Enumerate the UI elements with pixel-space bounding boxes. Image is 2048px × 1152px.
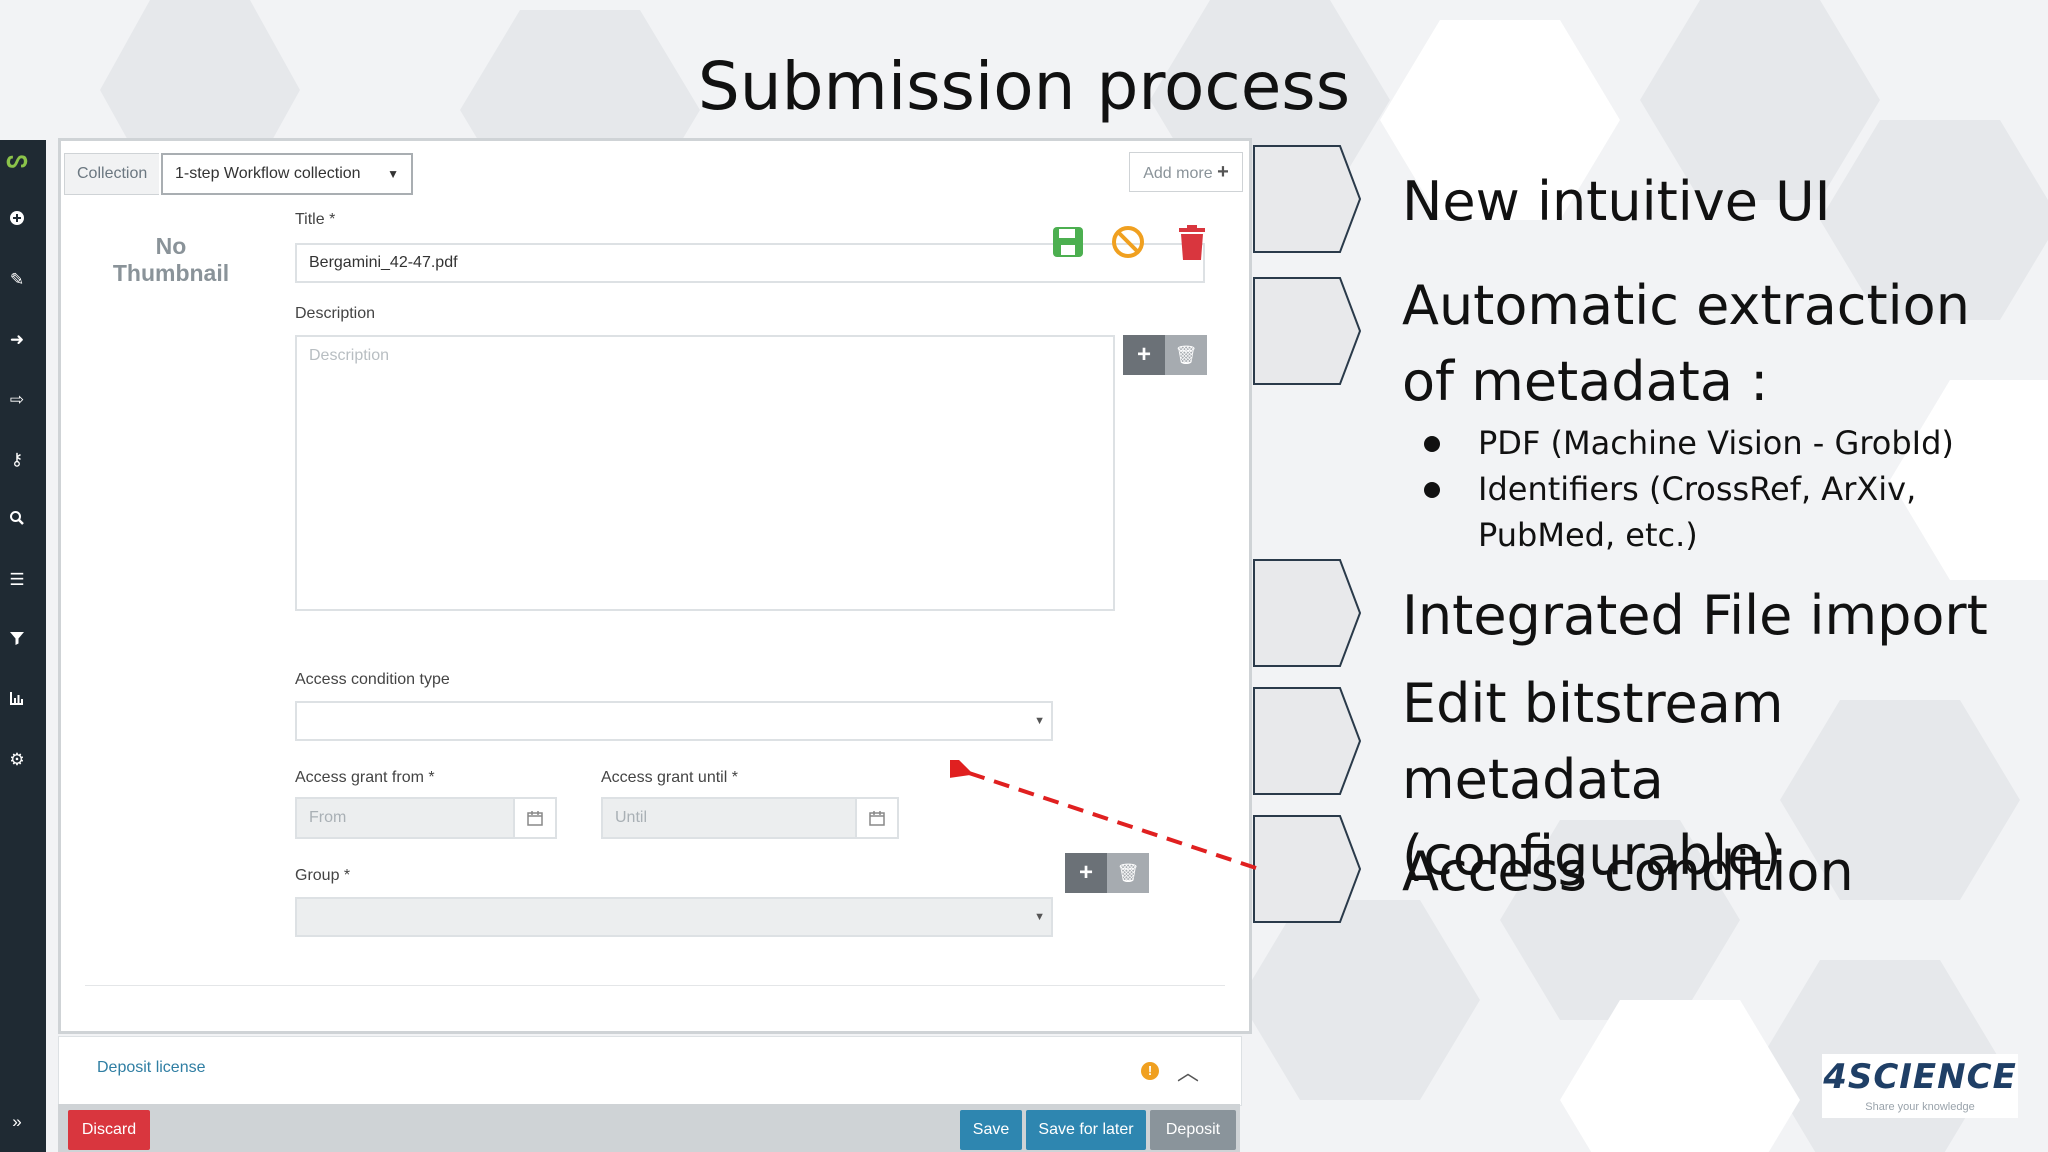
plus-icon: + [1217, 161, 1229, 183]
divider [85, 985, 1225, 986]
feature-metadata-extraction-line2: of metadata : [1402, 350, 1769, 413]
warning-icon: ! [1141, 1062, 1159, 1080]
group-select[interactable]: ▼ [295, 897, 1053, 937]
access-grant-until-placeholder: Until [615, 809, 648, 826]
deposit-license-section[interactable]: Deposit license ! ︿ [58, 1036, 1242, 1106]
feature-file-import: Integrated File import [1402, 584, 1988, 647]
sign-in-icon[interactable]: ➜ [9, 330, 25, 349]
feature-edit-bitstream-line2: metadata (configurable) [1402, 748, 1782, 887]
feature-access-condition: Access condition [1402, 840, 1854, 903]
add-access-condition-button[interactable]: + [1065, 853, 1107, 893]
title-value: Bergamini_42-47.pdf [309, 254, 458, 271]
description-textarea[interactable]: Description [295, 335, 1115, 611]
access-condition-type-select[interactable]: ▼ [295, 701, 1053, 741]
brand-logo: 4SCIENCE Share your knowledge [1822, 1054, 2018, 1118]
collection-value: 1-step Workflow collection [175, 165, 361, 182]
chevron-up-icon[interactable]: ︿ [1177, 1060, 1200, 1085]
chevron-shape [1253, 815, 1362, 923]
feature-metadata-extraction-line1: Automatic extraction [1402, 274, 1970, 337]
deposit-button[interactable]: Deposit [1150, 1110, 1236, 1150]
thumbnail-placeholder: No Thumbnail [112, 233, 230, 286]
filter-icon[interactable] [0, 630, 34, 651]
collection-dropdown[interactable]: 1-step Workflow collection ▼ [161, 153, 413, 195]
description-label: Description [295, 305, 376, 322]
access-condition-actions: + 🗑 [1065, 853, 1149, 893]
annotation-arrow [950, 760, 1257, 870]
access-grant-until-input[interactable]: Until [601, 797, 899, 839]
dspace-logo-icon[interactable]: ᔕ [6, 146, 28, 173]
access-grant-until-label: Access grant until * [601, 769, 738, 786]
save-icon[interactable] [1051, 225, 1085, 259]
save-for-later-button[interactable]: Save for later [1026, 1110, 1146, 1150]
title-label: Title * [295, 211, 336, 228]
calendar-icon[interactable] [513, 799, 555, 837]
deposit-license-title: Deposit license [97, 1059, 206, 1076]
access-condition-type-label: Access condition type [295, 671, 450, 688]
cancel-icon[interactable] [1111, 225, 1145, 259]
list-icon[interactable]: ☰ [9, 570, 25, 589]
description-placeholder: Description [309, 347, 390, 364]
plus-circle-icon[interactable] [0, 210, 34, 231]
add-more-label: Add more [1143, 165, 1213, 182]
app-sidebar: ᔕ ✎ ➜ ⇨ ⚷ ☰ ⚙ » [0, 140, 46, 1152]
logo-wordmark: 4SCIENCE [1823, 1057, 2017, 1097]
bullet [1424, 482, 1440, 498]
feature-new-ui: New intuitive UI [1402, 170, 1831, 233]
save-button[interactable]: Save [960, 1110, 1022, 1150]
chevron-shape [1253, 277, 1362, 385]
collection-label: Collection [64, 153, 160, 195]
submission-footer: Discard Save Save for later Deposit [58, 1104, 1240, 1152]
chevron-shape [1253, 559, 1362, 667]
chevron-shape [1253, 687, 1362, 795]
access-grant-from-input[interactable]: From [295, 797, 557, 839]
slide-title: Submission process [697, 48, 1351, 125]
feature-edit-bitstream-line1: Edit bitstream [1402, 672, 1784, 735]
search-icon[interactable] [0, 510, 34, 531]
double-chevron-right-icon[interactable]: » [12, 1112, 22, 1131]
bar-chart-icon[interactable] [0, 690, 34, 711]
add-description-button[interactable]: + [1123, 335, 1165, 375]
caret-down-icon: ▼ [387, 167, 399, 181]
sign-out-icon[interactable]: ⇨ [9, 390, 25, 409]
add-more-button[interactable]: Add more + [1129, 152, 1243, 192]
remove-access-condition-button[interactable]: 🗑 [1107, 853, 1149, 893]
description-actions: + 🗑 [1123, 335, 1207, 375]
bullet [1424, 436, 1440, 452]
access-grant-from-placeholder: From [309, 809, 347, 826]
bullet-identifiers-line1: Identifiers (CrossRef, ArXiv, [1478, 470, 1917, 508]
pencil-icon[interactable]: ✎ [9, 270, 25, 289]
trash-icon[interactable] [1175, 225, 1209, 261]
cogs-icon[interactable]: ⚙ [9, 750, 25, 769]
upload-edit-panel: Collection 1-step Workflow collection ▼ … [58, 138, 1252, 1034]
remove-description-button[interactable]: 🗑 [1165, 335, 1207, 375]
select-arrow-icon: ▼ [1034, 911, 1045, 923]
bullet-identifiers-line2: PubMed, etc.) [1478, 516, 1698, 554]
group-label: Group * [295, 867, 351, 884]
logo-tagline: Share your knowledge [1865, 1101, 1975, 1113]
select-arrow-icon: ▼ [1034, 715, 1045, 727]
access-grant-from-label: Access grant from * [295, 769, 435, 786]
key-icon[interactable]: ⚷ [10, 450, 24, 469]
bullet-pdf: PDF (Machine Vision - GrobId) [1478, 424, 1954, 462]
discard-button[interactable]: Discard [68, 1110, 150, 1150]
calendar-icon[interactable] [855, 799, 897, 837]
chevron-shape [1253, 145, 1362, 253]
